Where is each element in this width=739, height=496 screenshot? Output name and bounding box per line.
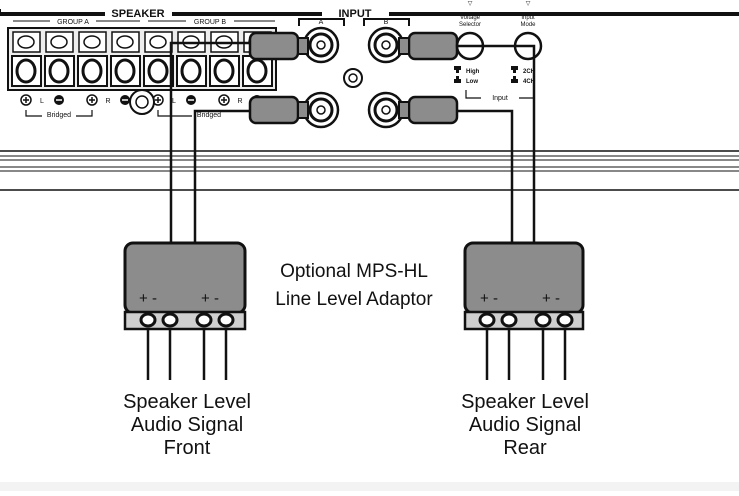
rca-plug-b-top (407, 31, 459, 61)
rca-jack-b-top (367, 26, 405, 64)
rear-caption-line-3: Rear (503, 437, 547, 459)
input-a-label: A (319, 19, 324, 26)
mode-2ch-label: 2CH (523, 69, 535, 75)
rca-plug-b-bottom (407, 95, 459, 125)
right-b-label: R (237, 98, 242, 105)
adaptor-label-line-2: Line Level Adaptor (275, 289, 433, 310)
low-label: Low (466, 79, 478, 85)
channel-mode-legend: 2CH 4CH (511, 66, 535, 85)
amplifier-panel: SPEAKER INPUT GROUP A GROUP B (0, 1, 739, 191)
input-header: INPUT (339, 8, 372, 20)
rear-caption-line-2: Audio Signal (469, 414, 581, 436)
front-plus-minus-1: + - (139, 290, 157, 307)
adaptor-front: + - + - (123, 241, 247, 380)
front-caption-line-3: Front (164, 437, 211, 459)
right-a-label: R (105, 98, 110, 105)
group-b-label: GROUP B (194, 19, 226, 26)
rca-jack-a-top (302, 26, 340, 64)
high-label: High (466, 69, 480, 75)
voltage-selector-arrow: ▽ (468, 1, 473, 7)
rca-plug-a-top (248, 31, 300, 61)
front-caption-line-1: Speaker Level (123, 391, 251, 413)
rear-caption-line-1: Speaker Level (461, 391, 589, 413)
voltage-selector-label-1: Voltage (460, 15, 481, 21)
left-b-label: L (172, 98, 176, 105)
bridged-b-label: Bridged (197, 112, 221, 119)
rca-jack-a-bottom (302, 91, 340, 129)
adaptor-rear: + - + - (463, 241, 585, 380)
high-low-legend: High Low (454, 66, 480, 85)
input-mode-arrow: ▽ (526, 1, 531, 7)
rear-plus-minus-1: + - (480, 290, 498, 307)
input-b-label: B (384, 19, 389, 26)
rca-cables (169, 41, 536, 244)
bottom-strip (0, 482, 739, 491)
speaker-header: SPEAKER (111, 8, 164, 20)
adaptor-label-line-1: Optional MPS-HL (280, 261, 428, 282)
mode-4ch-label: 4CH (523, 79, 535, 85)
input-mode-label-2: Mode (520, 22, 536, 28)
rca-jack-b-bottom (367, 91, 405, 129)
group-a-label: GROUP A (57, 19, 89, 26)
front-plus-minus-2: + - (201, 290, 219, 307)
bridged-a-label: Bridged (47, 112, 71, 119)
rear-plus-minus-2: + - (542, 290, 560, 307)
input-bracket-label: Input (492, 95, 508, 102)
voltage-selector-label-2: Selector (459, 22, 481, 28)
left-a-label: L (40, 98, 44, 105)
terminal-screws (12, 31, 272, 53)
front-caption-line-2: Audio Signal (131, 414, 243, 436)
input-mode-label-1: Input (521, 15, 535, 21)
rca-plug-a-bottom (248, 95, 300, 125)
